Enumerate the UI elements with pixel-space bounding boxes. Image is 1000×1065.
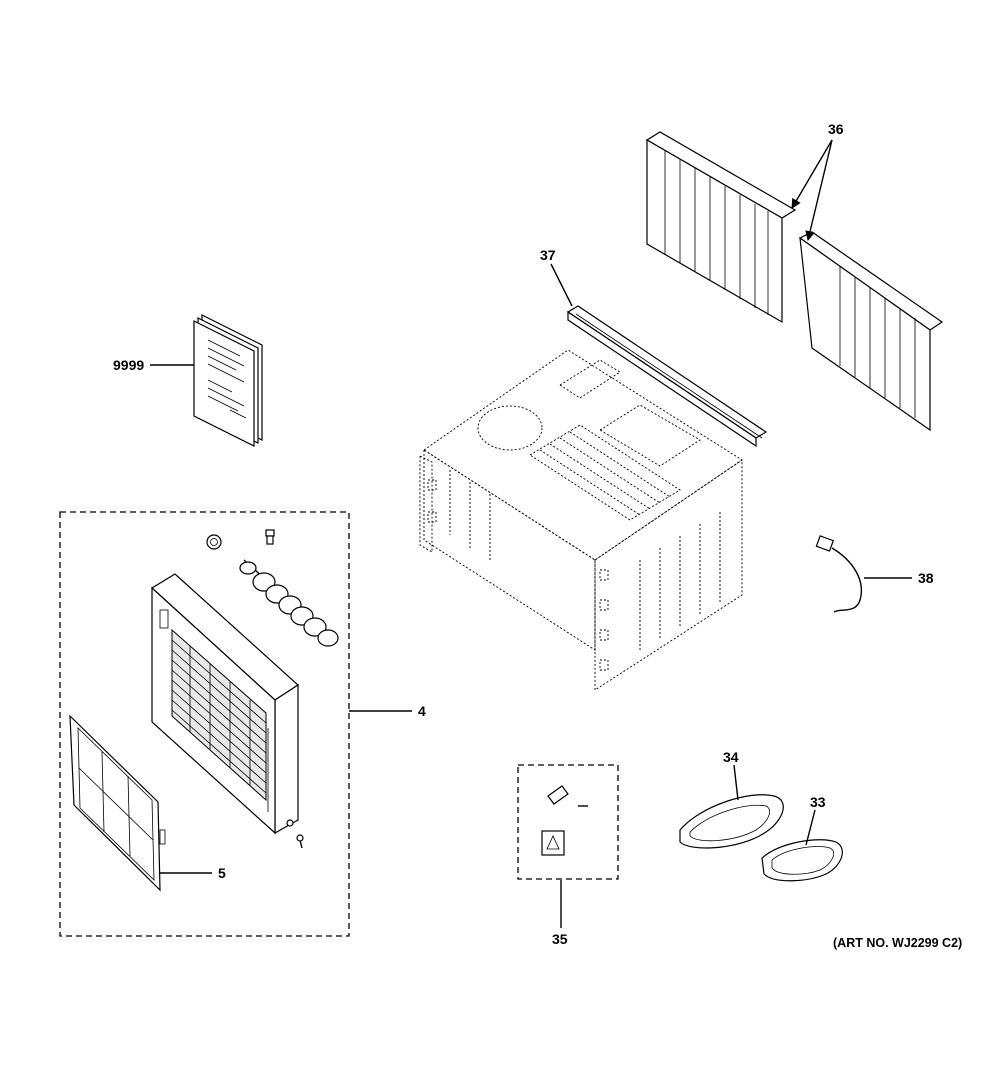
grille-screw [296,834,304,849]
foam-gasket-34 [679,794,784,849]
leader-line-36-right [805,139,833,241]
callout-33: 33 [810,794,826,810]
callout-34: 34 [723,749,739,765]
air-filter [69,714,166,892]
callout-37: 37 [540,247,556,263]
hardware-kit-box [517,764,619,880]
callout-35: 35 [552,931,568,947]
recycle-label [541,830,565,856]
callout-9999: 9999 [113,357,144,373]
leader-line-37 [550,263,573,307]
leader-line-34 [733,764,739,801]
foam-gasket-33 [761,839,843,882]
front-grille [151,573,299,835]
front-assembly-group-box [59,511,350,937]
art-number: (ART NO. WJ2299 C2) [833,936,962,950]
leader-line-33 [805,809,816,846]
leader-line-36-left [791,139,833,209]
callout-36: 36 [828,121,844,137]
callout-38: 38 [918,570,934,586]
louver-wheel-assembly [239,559,339,647]
control-knob [206,534,222,550]
callout-5: 5 [218,865,226,881]
power-cord [815,535,862,613]
callout-4: 4 [418,703,426,719]
knob-shaft [265,529,275,545]
side-curtain-left [645,131,797,324]
side-curtain-right [798,231,944,432]
cabinet-wrapper [419,349,743,691]
mounting-bracket [547,785,569,805]
owners-manual [193,314,263,447]
top-rail [566,305,768,448]
